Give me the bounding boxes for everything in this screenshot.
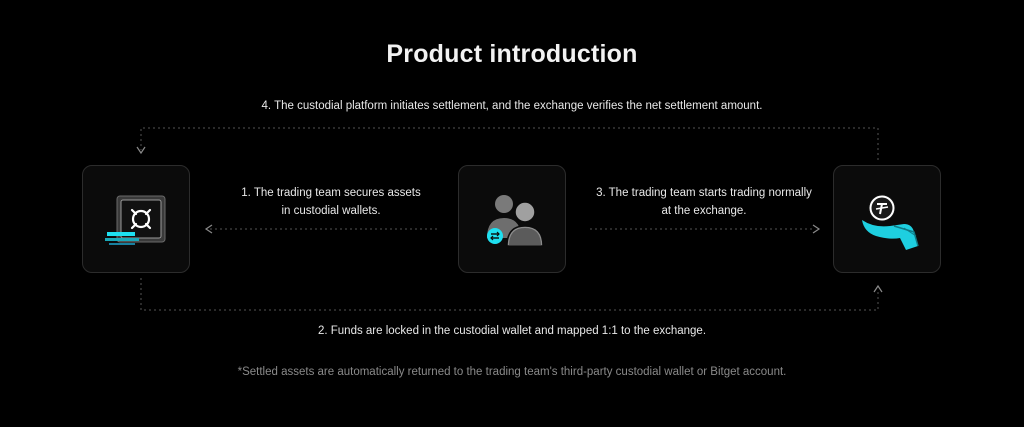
trade-arrow-head <box>812 224 821 234</box>
mapping-arrow-head <box>873 284 883 293</box>
trading-team-icon <box>487 195 544 247</box>
page-title: Product introduction <box>386 40 638 68</box>
step-2-text: 2. Funds are locked in the custodial wal… <box>317 325 707 337</box>
step-3-text: 3. The trading team starts trading norma… <box>596 187 812 217</box>
secure-arrow-head <box>204 224 213 234</box>
custodial-wallet-card <box>82 165 190 273</box>
step-1-text: 1. The trading team secures assets in cu… <box>241 187 421 217</box>
settlement-arrow-head <box>136 146 146 155</box>
token-on-hand-icon <box>862 194 919 250</box>
footnote: *Settled assets are automatically return… <box>237 366 787 378</box>
vault-icon <box>105 195 166 245</box>
exchange-card <box>833 165 941 273</box>
trading-team-card <box>458 165 566 273</box>
step-4-text: 4. The custodial platform initiates sett… <box>261 100 763 112</box>
settlement-connector <box>140 127 879 160</box>
mapping-connector <box>140 278 879 311</box>
